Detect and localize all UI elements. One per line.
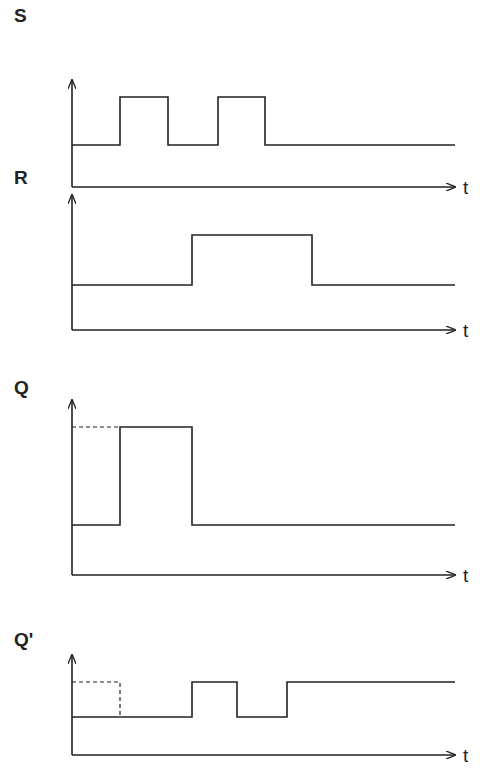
- time-axis: [72, 329, 455, 331]
- time-axis: [72, 574, 455, 576]
- time-axis: [72, 754, 455, 756]
- time-label: t: [463, 321, 468, 340]
- time-axis: [72, 186, 455, 188]
- signal-name: S: [14, 6, 27, 25]
- time-label: t: [463, 746, 468, 765]
- time-label: t: [463, 178, 468, 197]
- q-waveform: [72, 427, 455, 525]
- unknown-state: [72, 426, 120, 427]
- signal-name: Q': [14, 630, 33, 649]
- time-label: t: [463, 566, 468, 585]
- r-waveform: [72, 235, 455, 285]
- s-waveform: [72, 97, 455, 145]
- y-axis: [71, 195, 73, 330]
- signal-name: Q: [14, 378, 29, 397]
- unknown-state: [72, 682, 120, 717]
- y-axis: [71, 655, 73, 755]
- signal-name: R: [14, 168, 28, 187]
- y-axis: [71, 400, 73, 575]
- y-axis: [71, 80, 73, 187]
- qbar-waveform: [72, 682, 455, 717]
